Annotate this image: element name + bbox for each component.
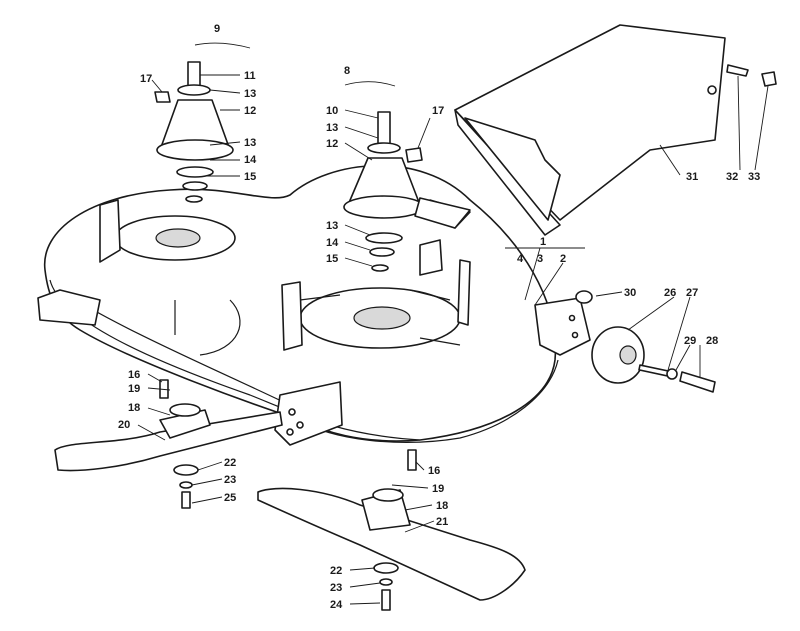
leader-lines bbox=[137, 42, 769, 605]
wheel-bolt bbox=[679, 371, 716, 393]
callout-12: 12 bbox=[326, 138, 338, 150]
callout-19: 19 bbox=[432, 483, 444, 495]
callout-11: 11 bbox=[244, 70, 256, 82]
callout-24: 24 bbox=[330, 599, 343, 611]
callout-14: 14 bbox=[326, 237, 339, 249]
wheel-washer bbox=[666, 368, 678, 380]
callout-15: 15 bbox=[244, 171, 256, 183]
callout-3: 3 bbox=[537, 253, 543, 265]
callout-15: 15 bbox=[326, 253, 338, 265]
deck-wheel bbox=[591, 326, 645, 384]
callout-10: 10 bbox=[326, 105, 338, 117]
blade-left bbox=[54, 379, 283, 509]
callout-18: 18 bbox=[128, 402, 140, 414]
wheel-bushing bbox=[575, 290, 593, 304]
spindle-assembly-left bbox=[154, 61, 234, 203]
blade-bolt-left-top bbox=[159, 379, 169, 399]
callout-29: 29 bbox=[684, 335, 696, 347]
blade-bolt-right bbox=[381, 589, 391, 611]
chute-bolt bbox=[726, 64, 749, 77]
spindle-nut-left bbox=[154, 91, 171, 103]
callout-18: 18 bbox=[436, 500, 448, 512]
blade-washer-right bbox=[373, 562, 399, 574]
callout-1: 1 bbox=[540, 236, 546, 248]
callout-23: 23 bbox=[330, 582, 342, 594]
callout-labels: 9 8 17 11 13 12 13 14 15 10 17 13 12 13 … bbox=[118, 23, 760, 611]
callout-16: 16 bbox=[428, 465, 440, 477]
callout-33: 33 bbox=[748, 171, 760, 183]
spindle-assembly-right bbox=[343, 111, 471, 272]
callout-30: 30 bbox=[624, 287, 636, 299]
callout-20: 20 bbox=[118, 419, 130, 431]
callout-22: 22 bbox=[330, 565, 342, 577]
callout-9: 9 bbox=[214, 23, 220, 35]
blade-bolt-right-top bbox=[407, 449, 417, 471]
callout-17: 17 bbox=[432, 105, 444, 117]
spindle-nut-right bbox=[405, 147, 423, 163]
callout-21: 21 bbox=[436, 516, 448, 528]
callout-13: 13 bbox=[326, 220, 338, 232]
blade-bolt-left bbox=[181, 491, 191, 509]
callout-19: 19 bbox=[128, 383, 140, 395]
callout-13: 13 bbox=[326, 122, 338, 134]
callout-2: 2 bbox=[560, 253, 566, 265]
chute-nut bbox=[761, 71, 777, 87]
callout-25: 25 bbox=[224, 492, 236, 504]
callout-8: 8 bbox=[344, 65, 350, 77]
callout-17: 17 bbox=[140, 73, 152, 85]
callout-13: 13 bbox=[244, 88, 256, 100]
blade-right bbox=[257, 449, 526, 611]
callout-12: 12 bbox=[244, 105, 256, 117]
callout-23: 23 bbox=[224, 474, 236, 486]
callout-31: 31 bbox=[686, 171, 698, 183]
callout-26: 26 bbox=[664, 287, 676, 299]
wheel-assembly bbox=[534, 290, 716, 393]
callout-4: 4 bbox=[517, 253, 524, 265]
callout-32: 32 bbox=[726, 171, 738, 183]
callout-14: 14 bbox=[244, 154, 257, 166]
discharge-chute bbox=[454, 24, 777, 236]
callout-16: 16 bbox=[128, 369, 140, 381]
callout-27: 27 bbox=[686, 287, 698, 299]
callout-22: 22 bbox=[224, 457, 236, 469]
blade-washer-left bbox=[173, 464, 199, 476]
callout-28: 28 bbox=[706, 335, 718, 347]
callout-13: 13 bbox=[244, 137, 256, 149]
